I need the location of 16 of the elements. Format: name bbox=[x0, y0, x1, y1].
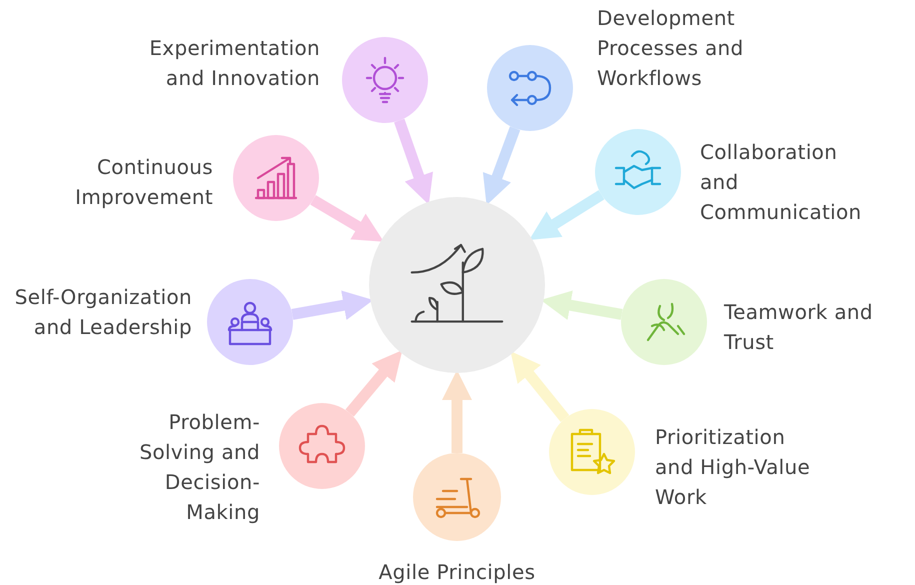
arrow bbox=[310, 195, 384, 242]
arrow bbox=[394, 118, 434, 205]
arrow bbox=[510, 351, 570, 422]
topic-label: Prioritization and High-Value Work bbox=[655, 424, 812, 511]
arrow bbox=[482, 126, 520, 206]
topic-label: Collaboration and Communication bbox=[700, 139, 863, 226]
topic-label: Experimentation and Innovation bbox=[148, 35, 320, 92]
arrow bbox=[442, 370, 472, 453]
arrow bbox=[345, 350, 402, 417]
topic-label: Problem-Solving and Decision-Making bbox=[138, 409, 260, 526]
topic-label: Teamwork and Trust bbox=[724, 299, 874, 356]
topic-label: Continuous Improvement bbox=[74, 154, 213, 211]
topic-label: Development Processes and Workflows bbox=[597, 5, 744, 92]
topic-label: Agile Principles bbox=[378, 559, 536, 585]
topic-label: Self-Organization and Leadership bbox=[14, 284, 192, 341]
arrow bbox=[529, 190, 604, 240]
